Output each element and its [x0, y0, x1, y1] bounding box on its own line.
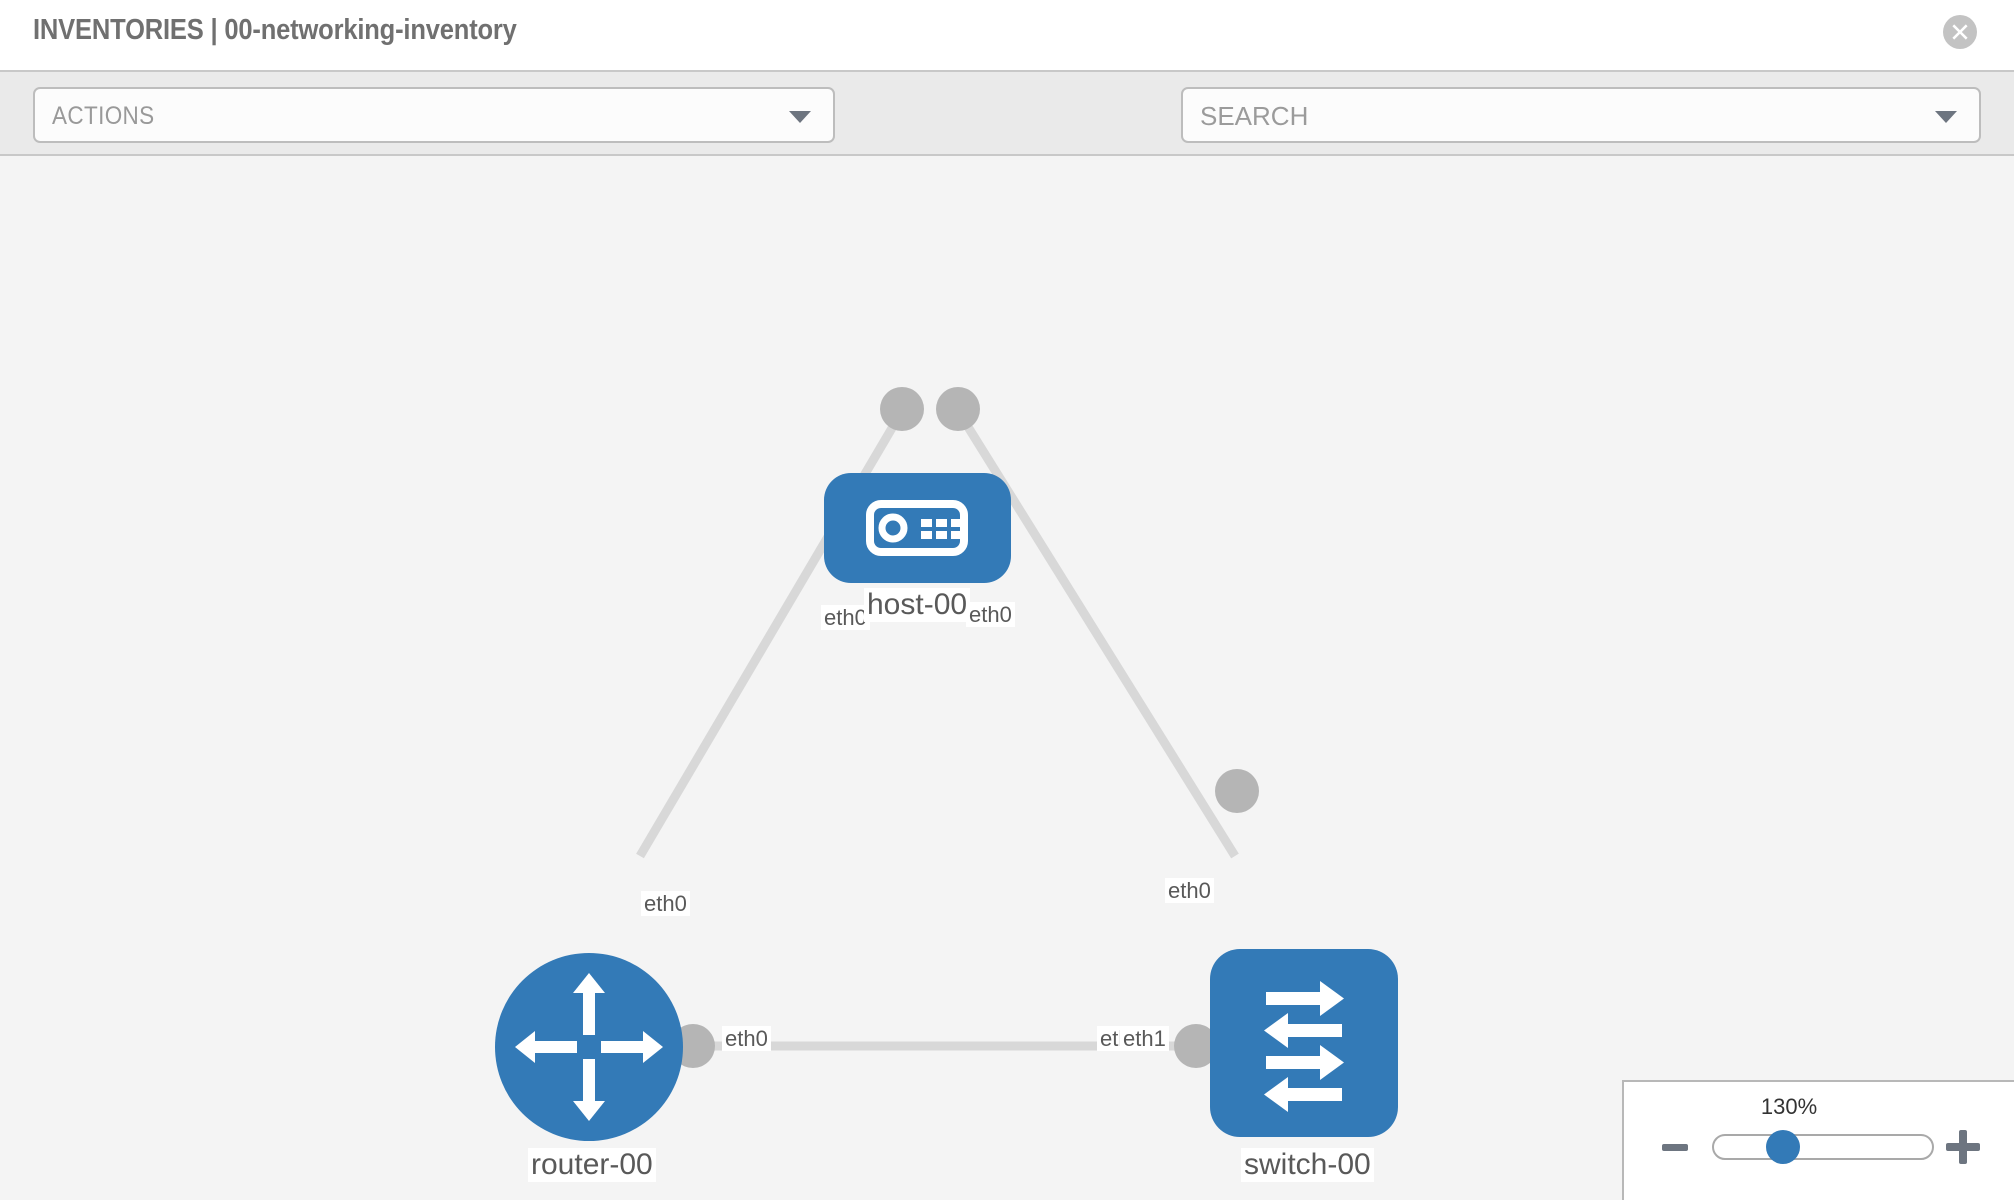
chevron-down-icon [789, 111, 811, 123]
close-icon[interactable] [1943, 15, 1977, 49]
actions-dropdown[interactable]: ACTIONS [33, 87, 835, 143]
interface-label-switch-up: eth0 [1165, 878, 1214, 904]
page-header: INVENTORIES | 00-networking-inventory [0, 0, 2014, 70]
interface-label-host-left: eth0 [821, 605, 870, 631]
node-switch-00[interactable] [1210, 949, 1398, 1137]
zoom-slider-track[interactable] [1712, 1134, 1934, 1160]
node-label-host-00: host-00 [864, 588, 971, 622]
page-title: INVENTORIES | 00-networking-inventory [33, 14, 517, 46]
search-placeholder: SEARCH [1200, 101, 1309, 131]
topology-canvas[interactable]: eth0 host-00 eth0 eth0 eth0 eth0 eth eth… [0, 156, 2014, 1200]
node-label-switch-00: switch-00 [1241, 1148, 1374, 1182]
interface-switch-top [1215, 769, 1259, 813]
interface-switch-left [1174, 1024, 1218, 1068]
interface-host-left [880, 387, 924, 431]
plus-icon[interactable] [1946, 1130, 1980, 1164]
topology-graph [495, 387, 1398, 1141]
interface-label-router-up: eth0 [641, 891, 690, 917]
interface-host-right [936, 387, 980, 431]
search-input[interactable]: SEARCH [1181, 87, 1981, 143]
minus-icon[interactable] [1662, 1144, 1688, 1151]
node-router-00[interactable] [495, 953, 683, 1141]
zoom-slider-thumb[interactable] [1766, 1130, 1800, 1164]
interface-label-host-right: eth0 [966, 602, 1015, 628]
chevron-down-icon[interactable] [1935, 111, 1957, 123]
actions-dropdown-label: ACTIONS [52, 102, 155, 130]
topology-interfaces [671, 387, 1259, 1068]
link-host-switch [951, 403, 1239, 859]
node-label-router-00: router-00 [528, 1148, 656, 1182]
toolbar: ACTIONS SEARC [0, 70, 2014, 203]
zoom-control-panel: 130% [1622, 1080, 2014, 1200]
node-host-00[interactable] [824, 473, 1011, 583]
interface-label-router-right: eth0 [722, 1026, 771, 1052]
interface-label-switch-left-b: eth1 [1120, 1026, 1169, 1052]
zoom-level-value: 130% [1760, 1094, 1818, 1119]
